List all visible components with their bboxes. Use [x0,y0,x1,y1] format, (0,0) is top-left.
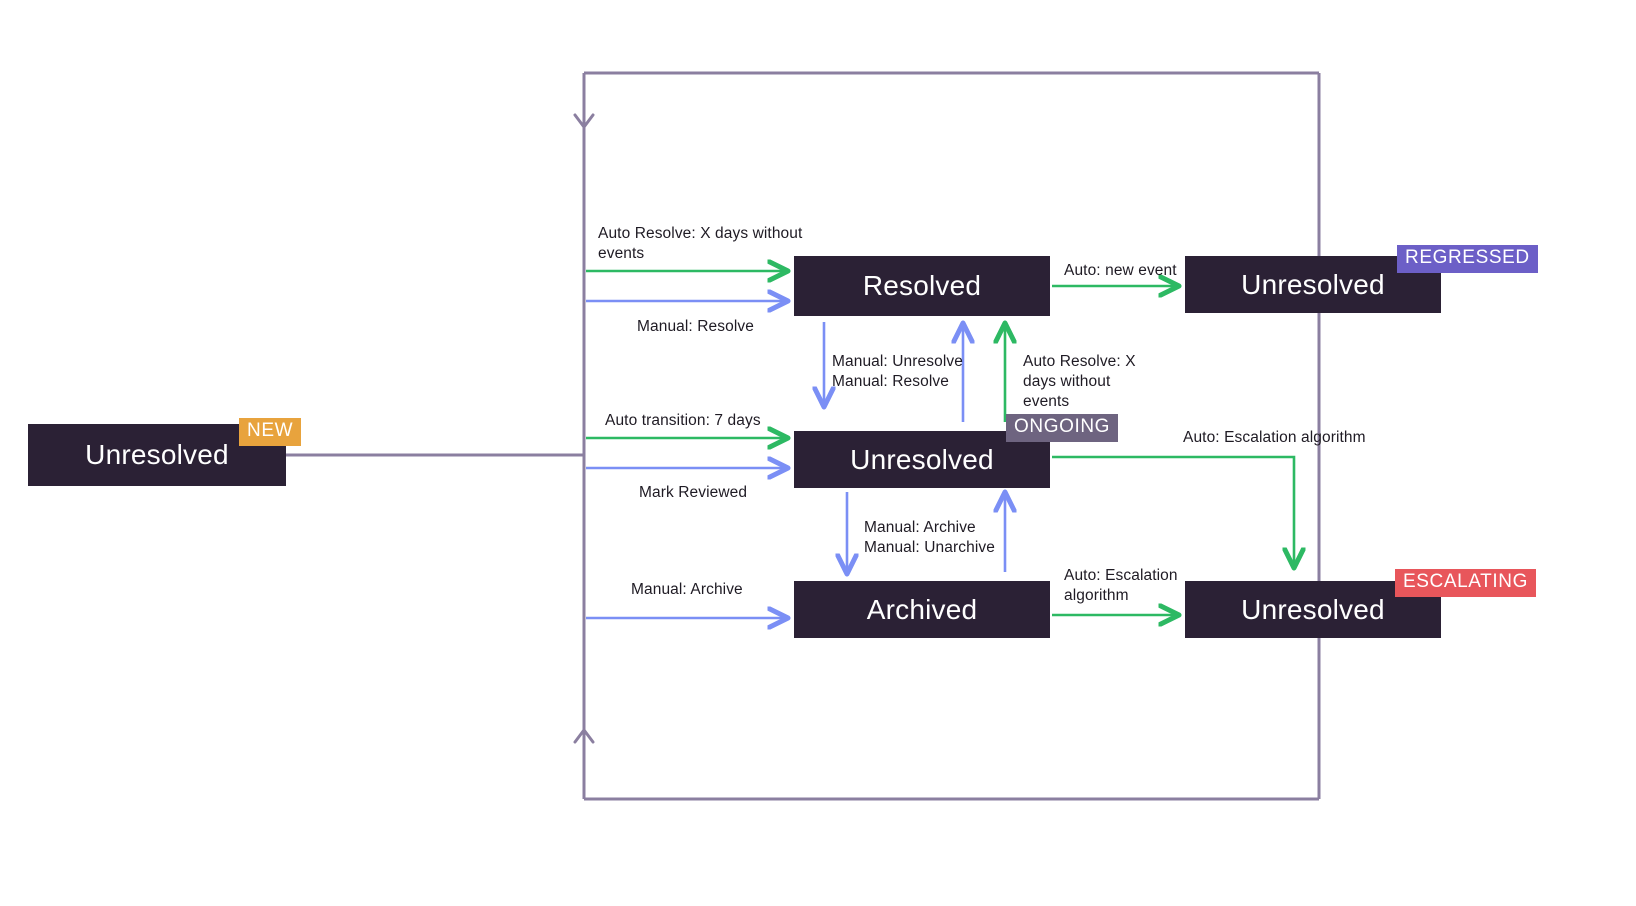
node-label: Unresolved [1241,593,1385,625]
node-unresolved-regressed[interactable]: Unresolved [1185,256,1441,313]
status-badge-escalating: ESCALATING [1395,569,1536,597]
node-unresolved-new[interactable]: Unresolved [28,424,286,486]
edge-label-mark-reviewed: Mark Reviewed [639,484,748,501]
edge-label-auto-resolve-x-days: Auto Resolve: X days without events [598,225,803,262]
badge-label: ESCALATING [1403,571,1528,592]
edge-label-auto-transition-7-days: Auto transition: 7 days [605,412,761,429]
frame-arrowheads [573,113,595,744]
node-label: Unresolved [850,443,994,475]
node-label: Archived [866,593,978,625]
edge-label-auto-new-event: Auto: new event [1064,262,1177,279]
edge-label-auto-resolve-x-days-2: Auto Resolve: X days without events [1023,353,1136,410]
status-badge-ongoing: ONGOING [1006,414,1119,442]
edge-label-manual-resolve: Manual: Resolve [637,318,754,335]
node-label: Unresolved [1241,268,1385,300]
edge-label-manual-archive: Manual: Archive [631,581,743,598]
edge-ongoing-to-escalating [1052,455,1294,566]
badge-label: REGRESSED [1405,247,1530,268]
status-badge-new: NEW [239,418,302,446]
status-badge-regressed: REGRESSED [1397,245,1538,273]
edge-label-manual-archive-unarchive: Manual: Archive Manual: Unarchive [864,519,995,556]
edge-label-auto-escalation-top: Auto: Escalation algorithm [1183,429,1366,446]
edge-label-auto-escalation-bottom: Auto: Escalation algorithm [1064,567,1178,604]
node-label: Resolved [862,270,982,301]
edge-label-manual-unresolve-resolve: Manual: Unresolve Manual: Resolve [832,353,963,390]
badge-label: NEW [247,420,294,441]
badge-label: ONGOING [1014,416,1111,437]
node-unresolved-ongoing[interactable]: Unresolved [794,431,1050,488]
node-label: Unresolved [85,439,229,470]
node-archived[interactable]: Archived [794,581,1050,638]
node-resolved[interactable]: Resolved [794,256,1050,316]
